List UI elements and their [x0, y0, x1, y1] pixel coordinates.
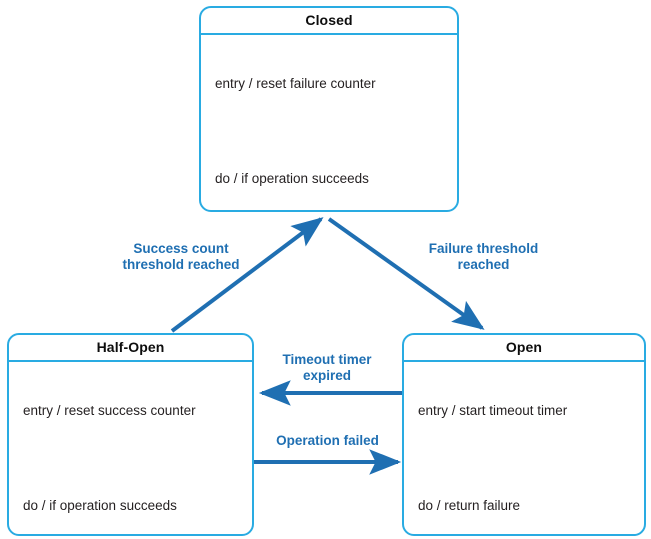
state-body-closed: entry / reset failure counter do / if op… [201, 35, 457, 210]
state-title-half-open: Half-Open [9, 335, 252, 362]
transition-label-success-threshold: Success count threshold reached [122, 241, 240, 272]
transition-label-failure-threshold: Failure threshold reached [428, 241, 539, 272]
state-title-open: Open [404, 335, 644, 362]
state-line-blank [418, 451, 644, 467]
state-node-open[interactable]: Open entry / start timeout timer do / re… [402, 333, 646, 536]
transition-label-timeout-expired: Timeout timer expired [282, 352, 372, 383]
state-body-open: entry / start timeout timer do / return … [404, 362, 644, 534]
state-node-closed[interactable]: Closed entry / reset failure counter do … [199, 6, 459, 212]
arrow-success-threshold [170, 217, 324, 333]
state-node-half-open[interactable]: Half-Open entry / reset success counter … [7, 333, 254, 536]
transition-label-operation-failed: Operation failed [276, 433, 379, 448]
state-line-blank [215, 124, 457, 140]
arrow-failure-threshold [327, 217, 485, 330]
state-line: do / return failure [418, 497, 521, 513]
state-title-closed: Closed [201, 8, 457, 35]
state-line: entry / reset failure counter [215, 76, 376, 92]
state-line: do / if operation succeeds [215, 170, 369, 186]
state-line: entry / reset success counter [23, 403, 196, 419]
state-body-half-open: entry / reset success counter do / if op… [9, 362, 252, 534]
state-line: do / if operation succeeds [23, 497, 177, 513]
state-line-blank [23, 451, 252, 467]
state-line: entry / start timeout timer [418, 403, 568, 419]
